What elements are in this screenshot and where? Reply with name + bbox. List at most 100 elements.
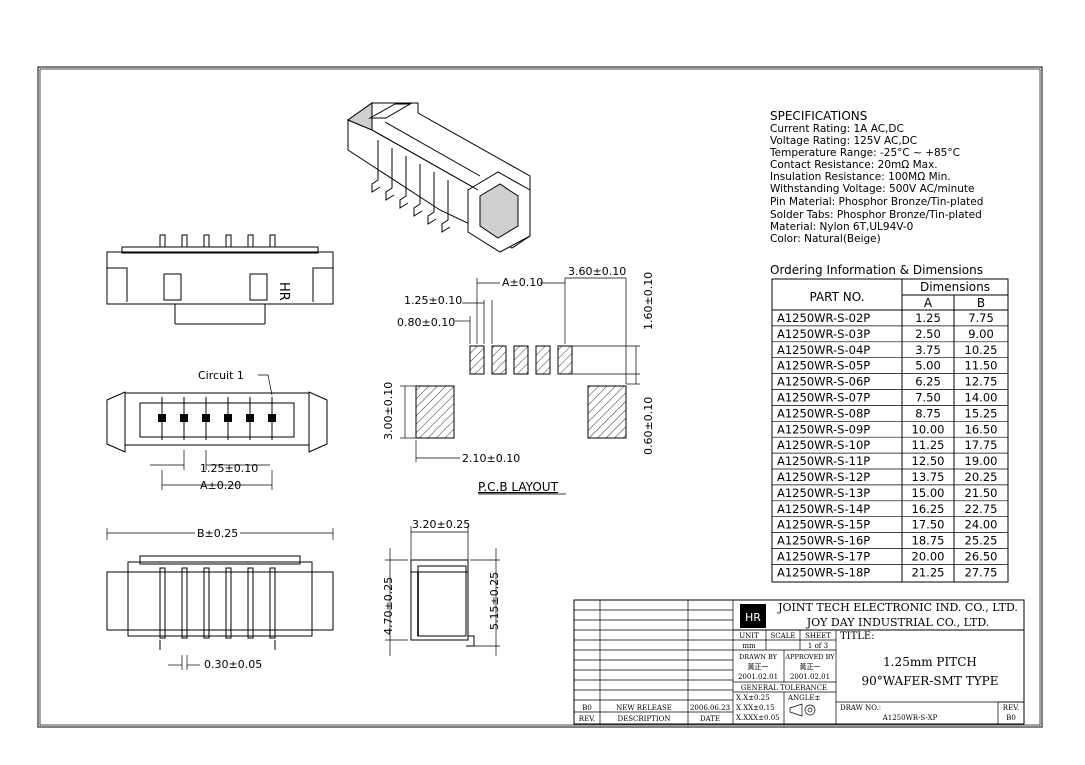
- dim-b-cell: 22.75: [965, 502, 998, 516]
- part-no-cell: A1250WR-S-12P: [777, 470, 870, 484]
- part-no-cell: A1250WR-S-04P: [777, 343, 870, 357]
- dim-a-cell: 6.25: [915, 375, 941, 389]
- dim-a-cell: 15.00: [912, 486, 945, 500]
- dim-210: 2.10±0.10: [462, 452, 520, 465]
- pcb-layout: A±0.10 3.60±0.10 1.25±0.10 0.80±0.10 1.6…: [382, 265, 655, 495]
- tol-3: X.XXX±0.05: [736, 714, 780, 722]
- dim-b-cell: 12.75: [965, 375, 998, 389]
- hdr-date: DATE: [700, 715, 720, 723]
- spec-line-6: Pin Material: Phosphor Bronze/Tin-plated: [770, 196, 983, 208]
- part-no-cell: A1250WR-S-03P: [777, 327, 870, 341]
- spec-line-2: Temperature Range: -25°C ~ +85°C: [769, 147, 960, 159]
- part-no-cell: A1250WR-S-17P: [777, 550, 870, 564]
- specifications: SPECIFICATIONS Current Rating: 1A AC,DC …: [769, 109, 983, 245]
- part-no-cell: A1250WR-S-14P: [777, 502, 870, 516]
- front-view: Circuit 1 1.25±0.10 A±0.20: [106, 369, 328, 492]
- dim-a-cell: 8.75: [915, 406, 941, 420]
- part-no-cell: A1250WR-S-10P: [777, 438, 870, 452]
- dim-b-cell: 15.25: [965, 406, 998, 420]
- side-view: 3.20±0.25 4.70±0.25 5.15±0.25: [382, 518, 501, 656]
- title-line-2: 90°WAFER-SMT TYPE: [862, 674, 999, 688]
- part-no-cell: A1250WR-S-07P: [777, 391, 870, 405]
- dim-b-cell: 9.00: [968, 327, 994, 341]
- dim-060: 0.60±0.10: [642, 397, 655, 455]
- draw-no-label: DRAW NO.:: [840, 704, 881, 712]
- hdr-rev: REV.: [579, 715, 595, 723]
- approved-date: 2001.02.01: [790, 673, 830, 681]
- outer-border: [37, 66, 1043, 728]
- dim-b: B±0.25: [197, 527, 238, 540]
- spec-line-3: Contact Resistance: 20mΩ Max.: [770, 159, 938, 171]
- dim-360: 3.60±0.10: [568, 265, 626, 278]
- dim-b-cell: 21.50: [965, 486, 998, 500]
- dim-300: 3.00±0.10: [382, 382, 395, 440]
- drawn-name: 黃正一: [748, 662, 769, 671]
- dim-a-cell: 5.00: [915, 359, 941, 373]
- col-a: A: [924, 296, 933, 310]
- dim-pitch-front: 1.25±0.10: [200, 462, 258, 475]
- tol-2: X.XX±0.15: [736, 704, 775, 712]
- dim-080: 0.80±0.10: [397, 316, 455, 329]
- rev-value: B0: [1006, 714, 1016, 722]
- col-b: B: [977, 296, 985, 310]
- dim-b-cell: 11.50: [965, 359, 998, 373]
- logo-text: HR: [745, 611, 761, 624]
- dim-a-cell: 7.50: [915, 391, 941, 405]
- dim-pin-width: 0.30±0.05: [204, 658, 262, 671]
- dim-a-cell: 3.75: [915, 343, 941, 357]
- dim-pitch-pcb: 1.25±0.10: [404, 294, 462, 307]
- dim-a-front: A±0.20: [200, 479, 241, 492]
- part-no-cell: A1250WR-S-16P: [777, 534, 870, 548]
- rev-label: REV.: [1003, 704, 1019, 712]
- part-no-cell: A1250WR-S-11P: [777, 454, 870, 468]
- pcb-layout-label: P.C.B LAYOUT: [478, 480, 559, 494]
- spec-line-8: Material: Nylon 6T,UL94V-0: [770, 221, 913, 233]
- spec-line-5: Withstanding Voltage: 500V AC/minute: [770, 183, 974, 195]
- dim-a-cell: 2.50: [915, 327, 941, 341]
- dim-b-cell: 25.25: [965, 534, 998, 548]
- dim-a-cell: 10.00: [912, 422, 945, 436]
- dim-160: 1.60±0.10: [642, 272, 655, 330]
- dim-b-cell: 17.75: [965, 438, 998, 452]
- company-1: JOINT TECH ELECTRONIC IND. CO., LTD.: [777, 601, 1018, 614]
- spec-line-4: Insulation Resistance: 100MΩ Min.: [770, 171, 951, 183]
- rev-row-rev: B0: [582, 704, 592, 712]
- top-view: HR: [106, 234, 334, 325]
- approved-by-label: APPROVED BY: [784, 653, 835, 661]
- draw-no: A1250WR-S-XP: [882, 714, 938, 722]
- unit-value: mm: [742, 642, 756, 650]
- part-no-cell: A1250WR-S-15P: [777, 518, 870, 532]
- part-no-cell: A1250WR-S-18P: [777, 565, 870, 579]
- sheet-label: SHEET: [805, 632, 831, 640]
- logo-mark-top: HR: [276, 282, 291, 301]
- col-dimensions: Dimensions: [920, 280, 990, 294]
- dim-b-cell: 20.25: [965, 470, 998, 484]
- drawn-by-label: DRAWN BY: [739, 653, 778, 661]
- spec-line-0: Current Rating: 1A AC,DC: [770, 123, 904, 135]
- title-line-1: 1.25mm PITCH: [883, 655, 977, 669]
- circuit-label: Circuit 1: [198, 369, 244, 382]
- company-logo-icon: [740, 604, 766, 628]
- dim-a-cell: 11.25: [912, 438, 945, 452]
- dim-a-cell: 16.25: [912, 502, 945, 516]
- dim-a-cell: 18.75: [912, 534, 945, 548]
- dim-b-cell: 16.50: [965, 422, 998, 436]
- col-part-no: PART NO.: [809, 290, 864, 304]
- spec-line-7: Solder Tabs: Phosphor Bronze/Tin-plated: [770, 209, 982, 221]
- rev-row-desc: NEW RELEASE: [616, 704, 672, 712]
- dim-a-cell: 20.00: [912, 550, 945, 564]
- sheet-value: 1 of 3: [808, 642, 828, 650]
- title-block: B0 NEW RELEASE 2006.06.23 REV. DESCRIPTI…: [573, 599, 1025, 725]
- projection-symbol-icon: [789, 703, 816, 717]
- dim-b-cell: 26.50: [965, 550, 998, 564]
- dim-320: 3.20±0.25: [412, 518, 470, 531]
- dim-b-cell: 24.00: [965, 518, 998, 532]
- specifications-heading: SPECIFICATIONS: [770, 109, 867, 123]
- dim-a-cell: 13.75: [912, 470, 945, 484]
- company-2: JOY DAY INDUSTRIAL CO., LTD.: [806, 616, 990, 629]
- spec-line-9: Color: Natural(Beige): [770, 233, 881, 245]
- part-no-cell: A1250WR-S-06P: [777, 375, 870, 389]
